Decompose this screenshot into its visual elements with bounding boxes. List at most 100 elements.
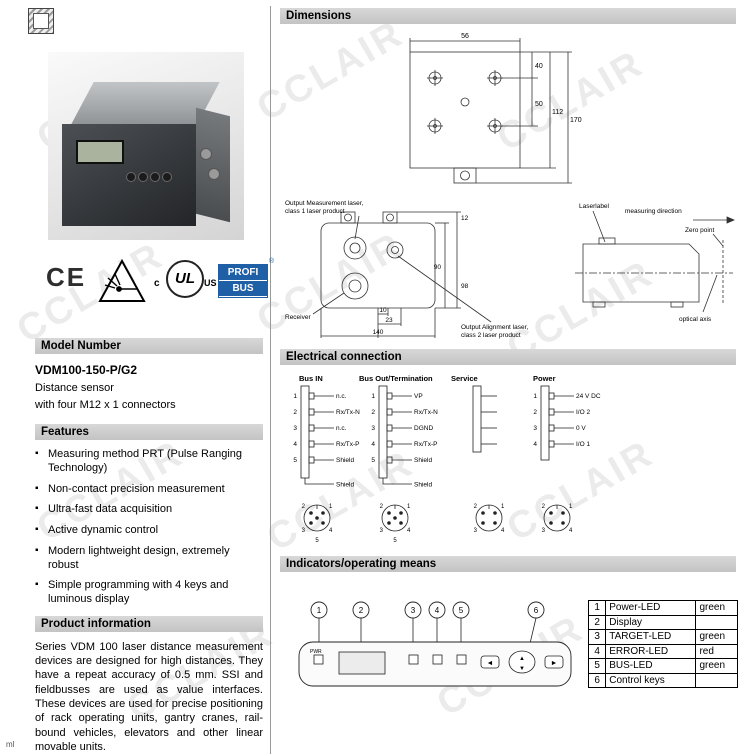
label-alignment-laser-1: Output Alignment laser, xyxy=(461,324,528,331)
legend-color: green xyxy=(695,600,738,616)
face-pin-number: 3 xyxy=(474,528,478,534)
dim-40: 40 xyxy=(535,63,543,70)
face-pin-number: 2 xyxy=(542,504,546,510)
face-pin-number: 1 xyxy=(407,504,411,510)
panel-controls xyxy=(313,650,564,675)
sensor-button xyxy=(126,172,136,182)
connector-bus-in: Bus IN 1 2 3 xyxy=(293,374,360,544)
legend-label: BUS-LED xyxy=(605,658,697,674)
profibus-bottom: BUS xyxy=(219,281,267,297)
face-pin-number: 3 xyxy=(542,528,546,534)
footer-text: ml xyxy=(6,740,15,749)
legend-number: 1 xyxy=(587,600,607,616)
label-laserlabel: Laserlabel xyxy=(579,203,610,210)
pin-label-shield: Shield xyxy=(414,482,432,489)
drawing-geometry xyxy=(312,210,735,338)
face-pin-number: 3 xyxy=(380,528,384,534)
table-row: 3 TARGET-LED green xyxy=(587,629,738,645)
label-zero-point: Zero point xyxy=(685,227,714,234)
legend-number: 3 xyxy=(587,629,607,645)
dimensions-header: Dimensions xyxy=(280,8,736,24)
legend-color: red xyxy=(695,643,738,659)
certification-marks: CE c UL US ® PROFI BUS xyxy=(40,252,274,310)
callout-circles xyxy=(310,601,545,619)
laser-symbol xyxy=(104,273,138,292)
arrow-left-icon: ◄ xyxy=(487,660,494,667)
dim-10: 10 xyxy=(379,307,387,314)
label-measurement-laser-2: class 1 laser product xyxy=(285,208,345,215)
electrical-header: Electrical connection xyxy=(280,349,736,365)
legend-label: Display xyxy=(605,614,697,630)
ul-c-label: c xyxy=(154,278,160,289)
pin-label: Rx/Tx-N xyxy=(414,409,438,416)
connector-service: Service 2 1 3 4 xyxy=(451,374,505,534)
label-measurement-laser-1: Output Measurement laser, xyxy=(285,200,364,207)
laser-warning-icon xyxy=(98,258,146,302)
label-alignment-laser-2: class 2 laser product xyxy=(461,332,521,339)
face-pin-number: 5 xyxy=(393,538,397,544)
table-row: 2 Display xyxy=(587,614,738,630)
legend-number: 2 xyxy=(587,614,607,630)
registered-mark: ® xyxy=(268,258,274,265)
dim-23: 23 xyxy=(385,317,393,324)
dim-width: 56 xyxy=(461,33,469,40)
bus-out-title: Bus Out/Termination xyxy=(359,374,433,383)
face-pin-number: 2 xyxy=(302,504,306,510)
dim-140: 140 xyxy=(373,329,384,336)
sensor-side-face xyxy=(196,107,230,223)
legend-number: 4 xyxy=(587,643,607,659)
drawing-geometry xyxy=(409,38,572,184)
callout-number: 2 xyxy=(359,606,364,615)
service-title: Service xyxy=(451,374,478,383)
face-pin-number: 4 xyxy=(569,528,573,534)
sensor-connector xyxy=(208,168,220,180)
pin-number: 3 xyxy=(371,425,375,432)
face-pin-number: 4 xyxy=(329,528,333,534)
pin-number: 2 xyxy=(533,409,537,416)
legend-label: Control keys xyxy=(605,672,697,688)
table-row: 1 Power-LED green xyxy=(587,600,738,616)
left-column: Model Number VDM100-150-P/G2 Distance se… xyxy=(35,338,263,754)
pin-label: DGND xyxy=(414,425,433,432)
product-photo xyxy=(48,52,244,240)
legend-color: green xyxy=(695,629,738,645)
arrow-right-icon: ► xyxy=(551,660,558,667)
electrical-diagram: Bus IN 1 2 3 xyxy=(293,374,600,544)
pin-number: 1 xyxy=(533,393,537,400)
pin-number: 3 xyxy=(533,425,537,432)
product-info-header: Product information xyxy=(35,615,263,632)
pin-label: Rx/Tx-N xyxy=(336,409,360,416)
front-dimension-drawing: 56 40 50 112 170 xyxy=(409,33,582,184)
face-pin-number: 2 xyxy=(474,504,478,510)
model-desc-2: with four M12 x 1 connectors xyxy=(35,399,176,411)
column-divider xyxy=(270,6,271,754)
features-header: Features xyxy=(35,424,263,440)
pin-number: 4 xyxy=(533,441,537,448)
callout-number: 4 xyxy=(435,606,440,615)
pin-number: 2 xyxy=(293,409,297,416)
pin-label: Shield xyxy=(414,457,432,464)
face-pin-number: 2 xyxy=(380,504,384,510)
callout-number: 1 xyxy=(317,606,322,615)
feature-item: Simple programming with 4 keys and lumin… xyxy=(35,579,263,607)
pin-label: I/O 1 xyxy=(576,441,590,448)
pin-number: 3 xyxy=(293,425,297,432)
legend-color xyxy=(695,614,738,630)
callout-number: 6 xyxy=(534,606,539,615)
connector-bus-out: Bus Out/Termination 1 2 xyxy=(359,374,438,544)
pin-label: n.c. xyxy=(336,425,347,432)
pin-label: VP xyxy=(414,393,423,400)
legend-label: Power-LED xyxy=(605,600,697,616)
label-measuring-direction: measuring direction xyxy=(625,208,682,215)
pin-label: 0 V xyxy=(576,425,586,432)
indicators-header: Indicators/operating means xyxy=(280,556,736,572)
pin-label: I/O 2 xyxy=(576,409,590,416)
power-title: Power xyxy=(533,374,556,383)
pin-label: n.c. xyxy=(336,393,347,400)
brand-logo-icon xyxy=(28,8,54,34)
pin-label: Shield xyxy=(336,457,354,464)
pin-label: Rx/Tx-P xyxy=(336,441,359,448)
arrow-up-icon: ▲ xyxy=(519,656,525,662)
dim-90: 90 xyxy=(434,264,442,271)
features-list: Measuring method PRT (Pulse Ranging Tech… xyxy=(35,448,263,607)
